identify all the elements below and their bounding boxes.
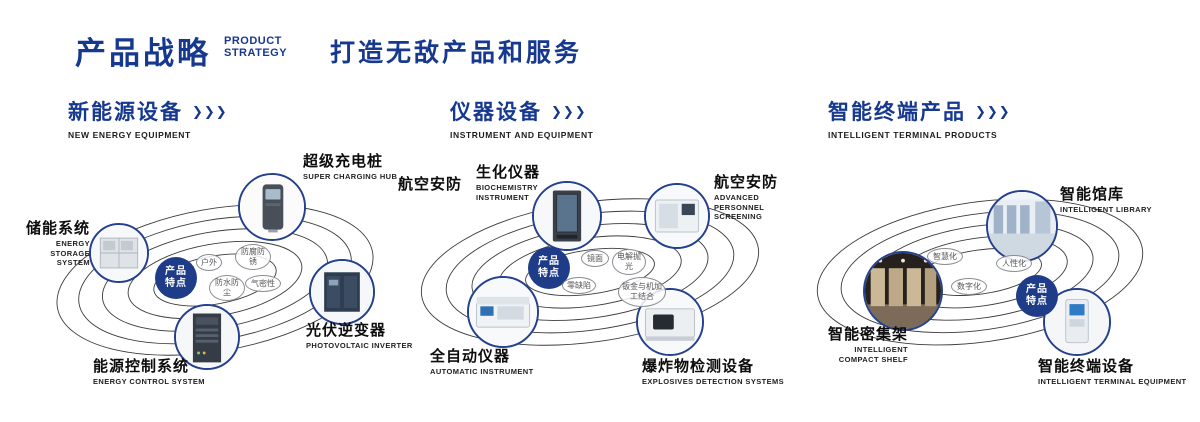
page-subtitle-line1: PRODUCT [224,35,282,47]
badge-line2: 特点 [538,268,560,279]
automatic-instrument-photo [469,278,537,346]
product-en: INTELLIGENT LIBRARY [1060,205,1152,215]
product-circle-compact-shelf [863,251,943,331]
product-label-pv-inverter: 光伏逆变器 PHOTOVOLTAIC INVERTER [306,322,413,351]
badge-product-features: 产品 特点 [155,257,197,299]
pv-inverter-photo [311,261,373,323]
product-en: INTELLIGENT TERMINAL EQUIPMENT [1038,377,1187,387]
badge-line1: 产品 [538,255,560,267]
product-name: 爆炸物检测设备 [642,358,755,375]
personnel-screening-photo [646,185,708,247]
energy-control-photo [176,306,238,368]
badge-line2: 特点 [165,278,187,289]
feature-bubble-sheetmetal-machining: 钣金与机加工结合 [618,277,666,307]
feature-bubble-humanized: 人性化 [996,255,1032,272]
product-name: 航空安防 [398,176,463,193]
product-label-explosives-detection: 爆炸物检测设备 EXPLOSIVES DETECTION SYSTEMS [642,358,784,387]
product-circle-pv-inverter [309,259,375,325]
product-name: 智能馆库 [1060,186,1125,203]
triple-arrow-icon: ❯❯❯ [551,104,587,119]
product-circle-automatic-instrument [467,276,539,348]
product-name: 全自动仪器 [430,348,511,365]
product-en: ADVANCED PERSONNEL SCREENING [714,193,765,221]
feature-bubble-airtightness: 气密性 [245,275,281,292]
product-circle-energy-storage [89,223,149,283]
section-header-intelligent-terminal: 智能终端产品 ❯❯❯ INTELLIGENT TERMINAL PRODUCTS [828,96,1011,140]
section-title: 新能源设备 [68,101,183,124]
triple-arrow-icon: ❯❯❯ [975,104,1011,119]
section-subtitle: INSTRUMENT AND EQUIPMENT [450,130,594,140]
feature-bubble-electropolishing: 电解抛光 [612,249,646,275]
product-label-super-charging-hub: 超级充电桩 SUPER CHARGING HUB [303,153,397,182]
compact-shelf-photo [865,253,941,329]
feature-bubble-intelligent: 智慧化 [927,248,963,265]
product-en: EXPLOSIVES DETECTION SYSTEMS [642,377,785,387]
page-tagline: 打造无敌产品和服务 [330,39,583,67]
badge-line1: 产品 [165,265,187,277]
product-label-intelligent-library: 智能馆库 INTELLIGENT LIBRARY [1060,186,1152,215]
product-label-automatic-instrument: 全自动仪器 AUTOMATIC INSTRUMENT [430,348,534,377]
product-name: 智能终端设备 [1038,358,1135,375]
feature-bubble-waterproof: 防水防尘 [209,275,245,301]
product-circle-energy-control [174,304,240,370]
product-en: BIOCHEMISTRY INSTRUMENT [476,183,538,202]
product-name: 光伏逆变器 [306,322,387,339]
feature-bubble-digitalized: 数字化 [951,278,987,295]
product-label-personnel-screening: 航空安防 ADVANCED PERSONNEL SCREENING [714,174,806,221]
product-label-compact-shelf: 智能密集架 INTELLIGENT COMPACT SHELF [800,326,908,364]
section-title: 仪器设备 [450,101,542,124]
product-name: 智能密集架 [827,326,908,343]
product-en: ENERGY CONTROL SYSTEM [93,377,205,387]
badge-product-features: 产品 特点 [1016,275,1058,317]
intelligent-library-photo [988,192,1056,260]
section-title: 智能终端产品 [828,101,966,124]
product-circle-biochemistry [532,181,602,251]
feature-bubble-mirror-finish: 镜面 [581,250,609,267]
section-header-instrument: 仪器设备 ❯❯❯ INSTRUMENT AND EQUIPMENT [450,96,593,140]
product-label-intelligent-terminal: 智能终端设备 INTELLIGENT TERMINAL EQUIPMENT [1038,358,1187,387]
page-title: 产品战略 [75,36,211,71]
product-name: 超级充电桩 [303,153,384,170]
badge-line1: 产品 [1026,283,1048,295]
product-name: 能源控制系统 [93,358,190,375]
product-en: INTELLIGENT COMPACT SHELF [838,345,908,364]
page-subtitle: PRODUCT STRATEGY [224,35,287,59]
product-label-biochemistry: 生化仪器 BIOCHEMISTRY INSTRUMENT [476,164,542,202]
product-circle-personnel-screening [644,183,710,249]
feature-bubble-anticorrosion: 防腐防锈 [235,244,271,270]
section-header-new-energy: 新能源设备 ❯❯❯ NEW ENERGY EQUIPMENT [68,96,228,140]
product-name: 航空安防 [714,174,779,191]
product-en: PHOTOVOLTAIC INVERTER [306,341,413,351]
biochemistry-instrument-photo [534,183,600,249]
product-label-energy-storage: 储能系统 ENERGY STORAGE SYSTEM [8,220,90,267]
product-en: SUPER CHARGING HUB [303,172,398,182]
feature-bubble-zero-defect: 零缺陷 [562,277,596,294]
product-en: AUTOMATIC INSTRUMENT [430,367,534,377]
page-subtitle-line2: STRATEGY [224,47,288,59]
section-subtitle: NEW ENERGY EQUIPMENT [68,130,191,140]
energy-storage-photo [91,225,147,281]
product-circle-intelligent-library [986,190,1058,262]
product-name: 生化仪器 [476,164,541,181]
product-name: 储能系统 [25,220,90,237]
label-aviation-security-left: 航空安防 [398,176,462,193]
section-subtitle: INTELLIGENT TERMINAL PRODUCTS [828,130,998,140]
super-charging-hub-photo [240,175,304,239]
product-circle-super-charging-hub [238,173,306,241]
badge-line2: 特点 [1026,296,1048,307]
triple-arrow-icon: ❯❯❯ [192,104,228,119]
product-label-energy-control: 能源控制系统 ENERGY CONTROL SYSTEM [93,358,205,387]
feature-bubble-outdoor: 户外 [196,254,222,271]
product-en: ENERGY STORAGE SYSTEM [50,239,90,267]
